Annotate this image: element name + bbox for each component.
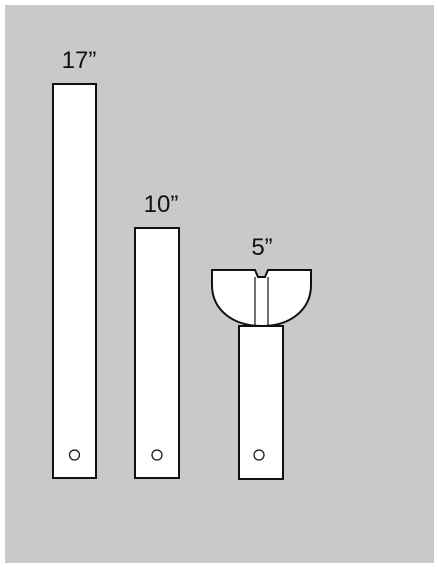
rod-17-hole	[68, 449, 81, 461]
rod-10-label: 10”	[144, 191, 179, 218]
downrod-diagram: 17” 10” 5”	[5, 5, 434, 563]
rod-10-body	[134, 227, 180, 479]
diagram-frame: 17” 10” 5”	[5, 5, 434, 563]
rod-5-label: 5”	[251, 234, 272, 261]
rod-5-inch: 5”	[211, 234, 312, 480]
rod-10-hole	[151, 449, 163, 461]
rod-17-body	[52, 83, 97, 479]
ball-mount	[211, 269, 312, 328]
rod-10-inch: 10”	[134, 191, 180, 479]
rod-17-inch: 17”	[52, 47, 97, 479]
rod-17-label: 17”	[62, 47, 97, 74]
rod-5-hole	[253, 449, 265, 461]
